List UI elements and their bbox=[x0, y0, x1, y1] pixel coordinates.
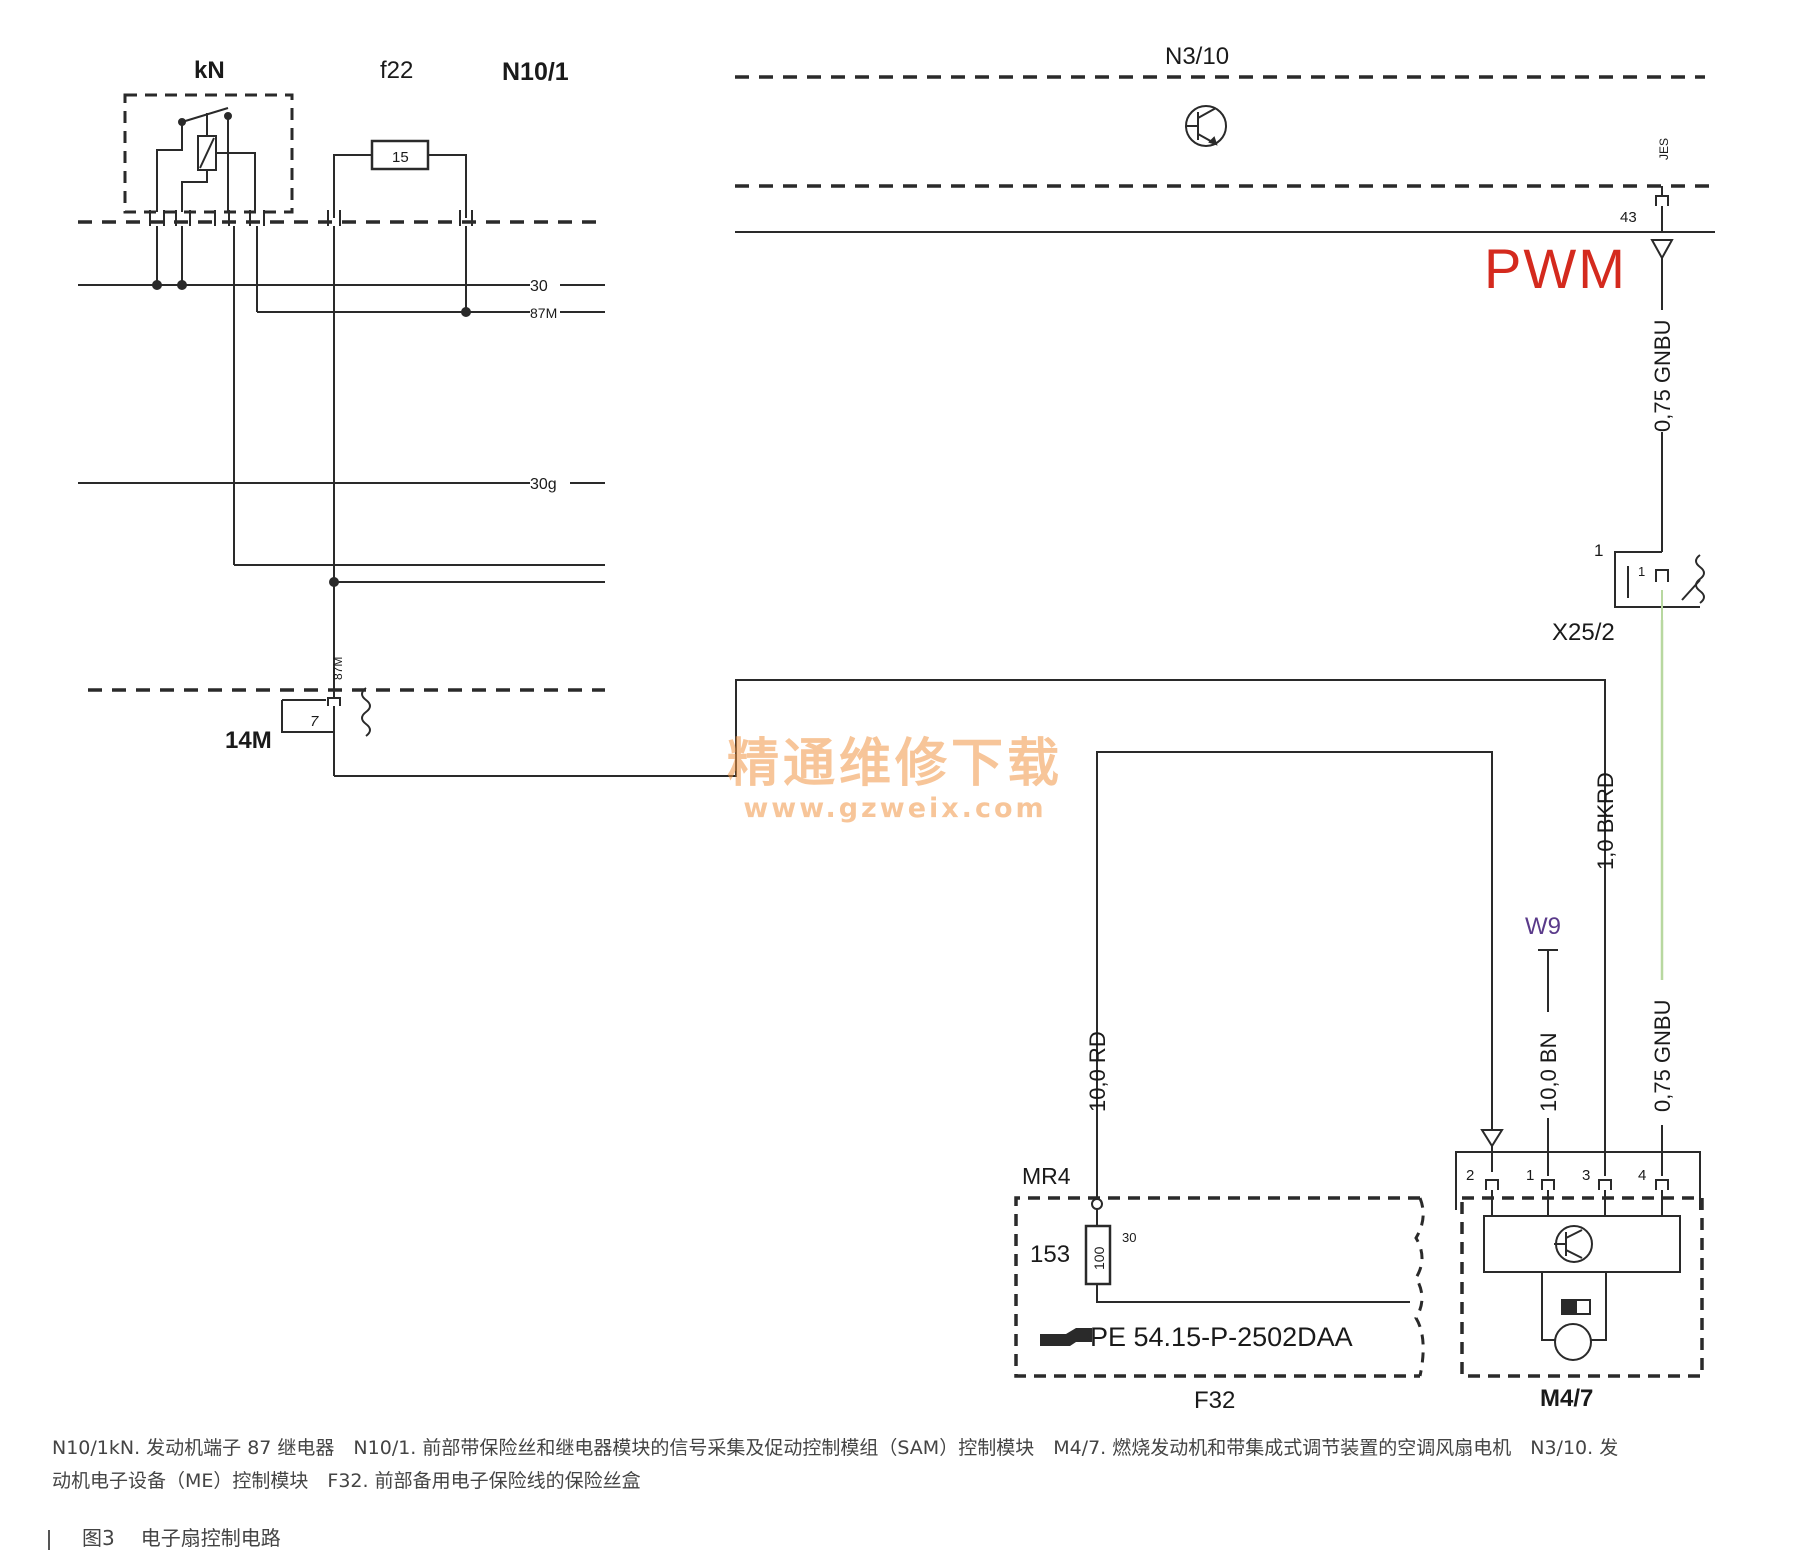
label-pin-43: 43 bbox=[1620, 209, 1637, 226]
label-pin-7: 7 bbox=[310, 713, 319, 730]
caption-line-1: N10/1kN. 发动机端子 87 继电器 N10/1. 前部带保险丝和继电器模… bbox=[52, 1437, 1619, 1459]
wire-rd: 10,0 RD bbox=[1085, 1031, 1110, 1112]
arrow-to-m4-7 bbox=[1480, 1129, 1504, 1148]
label-m47-pin-2: 2 bbox=[1466, 1167, 1474, 1184]
figure-number: 图3 bbox=[82, 1526, 115, 1550]
m4-7-control-box bbox=[1483, 1215, 1681, 1273]
wiring-diagram: kN f22 N10/1 15 30 87M 30g 87M 7 14M N3/… bbox=[78, 43, 1715, 1414]
reference-code: PE 54.15-P-2502DAA bbox=[1090, 1322, 1353, 1352]
label-x25-pin-inner: 1 bbox=[1638, 564, 1645, 579]
label-m47-pin-3: 3 bbox=[1582, 1167, 1590, 1184]
label-kn: kN bbox=[194, 57, 225, 84]
kn-relay-box bbox=[123, 93, 294, 214]
motor-icon bbox=[1554, 1323, 1592, 1361]
figure-title-text: 电子扇控制电路 bbox=[140, 1526, 281, 1550]
label-f22: f22 bbox=[380, 57, 413, 84]
hand-pointer-icon bbox=[1040, 1328, 1092, 1346]
label-bus-30: 30 bbox=[530, 278, 548, 295]
wire-bkrd: 1,0 BKRD bbox=[1593, 772, 1618, 870]
label-f32: F32 bbox=[1194, 1387, 1235, 1414]
figure-title: 图3 电子扇控制电路 bbox=[48, 1522, 281, 1551]
label-n3-pin: JES bbox=[1657, 138, 1671, 160]
label-n3-10: N3/10 bbox=[1165, 43, 1229, 70]
wire-gnbu-lower: 0,75 GNBU bbox=[1650, 1000, 1675, 1113]
figure-caption: N10/1kN. 发动机端子 87 继电器 N10/1. 前部带保险丝和继电器模… bbox=[52, 1432, 1792, 1498]
pwm-label: PWM bbox=[1484, 237, 1627, 300]
pwm-arrow bbox=[1650, 239, 1674, 261]
label-bus-30g: 30g bbox=[530, 476, 557, 493]
label-14m: 14M bbox=[225, 727, 272, 754]
transistor-symbol-n3-10 bbox=[1185, 105, 1227, 147]
m4-7-box bbox=[1460, 1196, 1704, 1378]
label-fuse-100: 100 bbox=[1091, 1246, 1107, 1270]
wire-gnbu-upper: 0,75 GNBU bbox=[1650, 320, 1675, 433]
label-w9: W9 bbox=[1525, 913, 1561, 940]
label-fuse-15: 15 bbox=[392, 149, 409, 166]
label-87m-vertical: 87M bbox=[331, 657, 345, 680]
f32-box bbox=[1014, 1196, 1420, 1378]
x25-2-connector bbox=[1614, 551, 1705, 608]
label-fuse-153: 153 bbox=[1030, 1241, 1070, 1268]
label-f32-pin-30: 30 bbox=[1122, 1230, 1136, 1245]
motor-switch bbox=[1561, 1299, 1591, 1315]
label-m47-pin-1: 1 bbox=[1526, 1167, 1534, 1184]
wire-bn: 10,0 BN bbox=[1536, 1033, 1561, 1113]
title-bar bbox=[48, 1529, 50, 1550]
caption-line-2: 动机电子设备（ME）控制模块 F32. 前部备用电子保险线的保险丝盒 bbox=[52, 1470, 641, 1492]
m4-7-pins bbox=[1485, 1146, 1669, 1190]
label-n10-1: N10/1 bbox=[502, 58, 569, 86]
label-bus-87m: 87M bbox=[530, 305, 557, 321]
transistor-symbol-m4-7 bbox=[1554, 1225, 1593, 1263]
label-m4-7: M4/7 bbox=[1540, 1385, 1593, 1412]
label-mr4: MR4 bbox=[1022, 1163, 1071, 1189]
label-x25-pin-outer: 1 bbox=[1594, 541, 1603, 560]
label-m47-pin-4: 4 bbox=[1638, 1167, 1646, 1184]
label-x25-2: X25/2 bbox=[1552, 619, 1615, 646]
